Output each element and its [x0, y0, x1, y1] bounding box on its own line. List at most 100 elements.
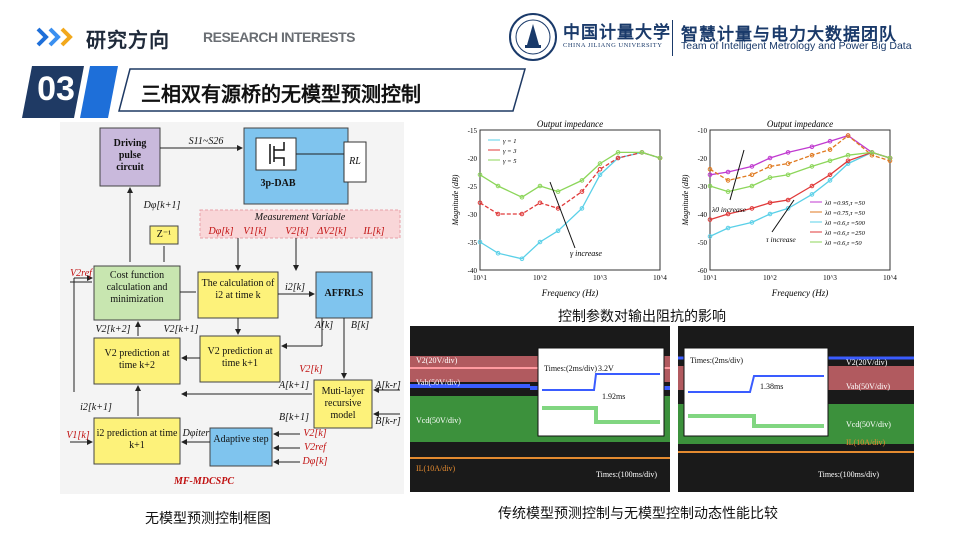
- y-tick-label: -50: [698, 239, 708, 247]
- data-point: [749, 172, 755, 178]
- data-point: [785, 161, 791, 166]
- adapt-input-0: V2[k]: [303, 428, 327, 439]
- x-tick-label: 10^1: [473, 274, 487, 282]
- data-point: [707, 183, 713, 189]
- data-point: [827, 158, 833, 164]
- x-tick-label: 10^4: [653, 274, 667, 282]
- osc-right-vcd: Vcd(50V/div): [846, 420, 891, 429]
- y-tick-label: -40: [468, 267, 478, 275]
- caption-top-right: 控制参数对输出阻抗的影响: [558, 309, 726, 325]
- y-tick-label: -60: [698, 267, 708, 275]
- data-point: [749, 220, 755, 225]
- x-tick-label: 10^4: [883, 274, 897, 282]
- bkr-label: B[k-r]: [375, 416, 401, 427]
- dphi-iter-label: Dφiter: [182, 428, 210, 439]
- series-line-3: [709, 151, 891, 221]
- adaptive-step-block: Adaptive step: [213, 434, 269, 445]
- section-title-bar: [118, 68, 526, 112]
- y-axis-label: Magnitude (dB): [451, 174, 460, 226]
- osc-right-delay: 1.38ms: [760, 382, 784, 391]
- oscilloscope-left: V2(20V/div) Vab(50V/div) Vcd(50V/div) IL…: [410, 326, 670, 492]
- university-logo-icon: [508, 12, 558, 66]
- data-point: [707, 172, 713, 178]
- adapt-input-1: V2ref: [304, 442, 326, 453]
- data-point: [809, 183, 815, 189]
- data-point: [579, 206, 585, 211]
- series-line-1: [479, 151, 661, 215]
- ak-label: A[k]: [314, 320, 334, 331]
- osc-right-il: IL(10A/div): [846, 438, 886, 447]
- osc-left-delta: 3.2V: [598, 364, 614, 373]
- block-diagram: Driving pulse circuit S11~S26 3p-DAB RL …: [60, 122, 404, 494]
- data-point: [519, 256, 525, 262]
- data-point: [597, 172, 603, 178]
- plot-frame: [479, 129, 661, 271]
- data-point: [657, 155, 663, 161]
- data-point: [845, 161, 851, 166]
- data-point: [767, 200, 773, 206]
- data-point: [887, 155, 893, 161]
- data-point: [477, 172, 483, 178]
- data-point: [749, 206, 755, 211]
- data-point: [869, 150, 875, 155]
- data-point: [845, 133, 851, 138]
- legend-label: λ0 =0.75,τ =50: [824, 210, 866, 217]
- osc-left-v2: V2(20V/div): [416, 356, 458, 365]
- y-tick-label: -30: [698, 183, 708, 191]
- data-point: [495, 250, 501, 256]
- data-point: [537, 183, 543, 189]
- section-number-badge: [22, 66, 118, 118]
- university-name-cn: 中国计量大学: [563, 23, 671, 43]
- chart-bg: [450, 116, 672, 300]
- data-point: [767, 164, 773, 169]
- v2k-signal-label: V2[k]: [299, 364, 323, 375]
- i2-pred-block: i2 prediction at time k+1: [96, 428, 178, 451]
- annotation-arrow: [549, 181, 576, 249]
- data-point: [579, 189, 585, 194]
- cost-function-block: Cost function calculation and minimizati…: [106, 270, 168, 305]
- chart-bg: [680, 116, 902, 300]
- data-point: [809, 152, 815, 158]
- delay-block: Z⁻¹: [156, 229, 172, 240]
- y-tick-label: -20: [698, 155, 708, 163]
- section-number: 03: [37, 70, 75, 108]
- y-tick-label: -20: [468, 155, 478, 163]
- team-name-en: Team of Intelligent Metrology and Power …: [681, 40, 912, 52]
- measure-var-2: V2[k]: [285, 226, 309, 237]
- i2-calculation-block: The calculation of i2 at time k: [201, 278, 275, 301]
- chart-title: Output impedance: [767, 119, 833, 129]
- bk1-label: B[k+1]: [278, 412, 310, 423]
- switch-signal-label: S11~S26: [188, 136, 224, 147]
- data-point: [597, 161, 603, 166]
- header-divider: [672, 20, 673, 56]
- data-point: [579, 178, 585, 183]
- measure-var-0: Dφ[k]: [208, 226, 234, 237]
- series-line-4: [709, 151, 891, 193]
- chart-title: Output impedance: [537, 119, 603, 129]
- oscilloscope-right: V2(20V/div) Vab(50V/div) Vcd(50V/div) IL…: [678, 326, 914, 492]
- osc-right-time-main: Times:(100ms/div): [818, 470, 880, 479]
- data-point: [615, 155, 621, 161]
- dab-block: 3p-DAB: [260, 178, 296, 189]
- chevron-right-icon: [36, 26, 78, 53]
- data-point: [845, 152, 851, 158]
- measurement-title: Measurement Variable: [254, 212, 346, 223]
- section-title: 三相双有源桥的无模型预测控制: [141, 82, 421, 106]
- team-name-cn: 智慧计量与电力大数据团队: [681, 25, 897, 45]
- data-point: [477, 200, 483, 206]
- duty-label: Dφ[k+1]: [143, 200, 181, 211]
- legend-label: λ0 =0.95,τ =50: [824, 200, 866, 207]
- data-point: [785, 150, 791, 155]
- series-line-1: [709, 134, 891, 182]
- data-point: [749, 183, 755, 189]
- osc-left-vab: Vab(50V/div): [416, 378, 460, 387]
- multilayer-block: Muti-layer recursive model: [321, 386, 365, 421]
- y-tick-label: -10: [698, 127, 708, 135]
- ak1-label: A[k+1]: [278, 380, 310, 391]
- osc-right-v2: V2(20V/div): [846, 358, 888, 367]
- x-axis-label: Frequency (Hz): [771, 288, 828, 298]
- legend-label: λ0 =0.6,τ =500: [824, 220, 866, 227]
- data-point: [725, 189, 731, 194]
- data-point: [785, 197, 791, 203]
